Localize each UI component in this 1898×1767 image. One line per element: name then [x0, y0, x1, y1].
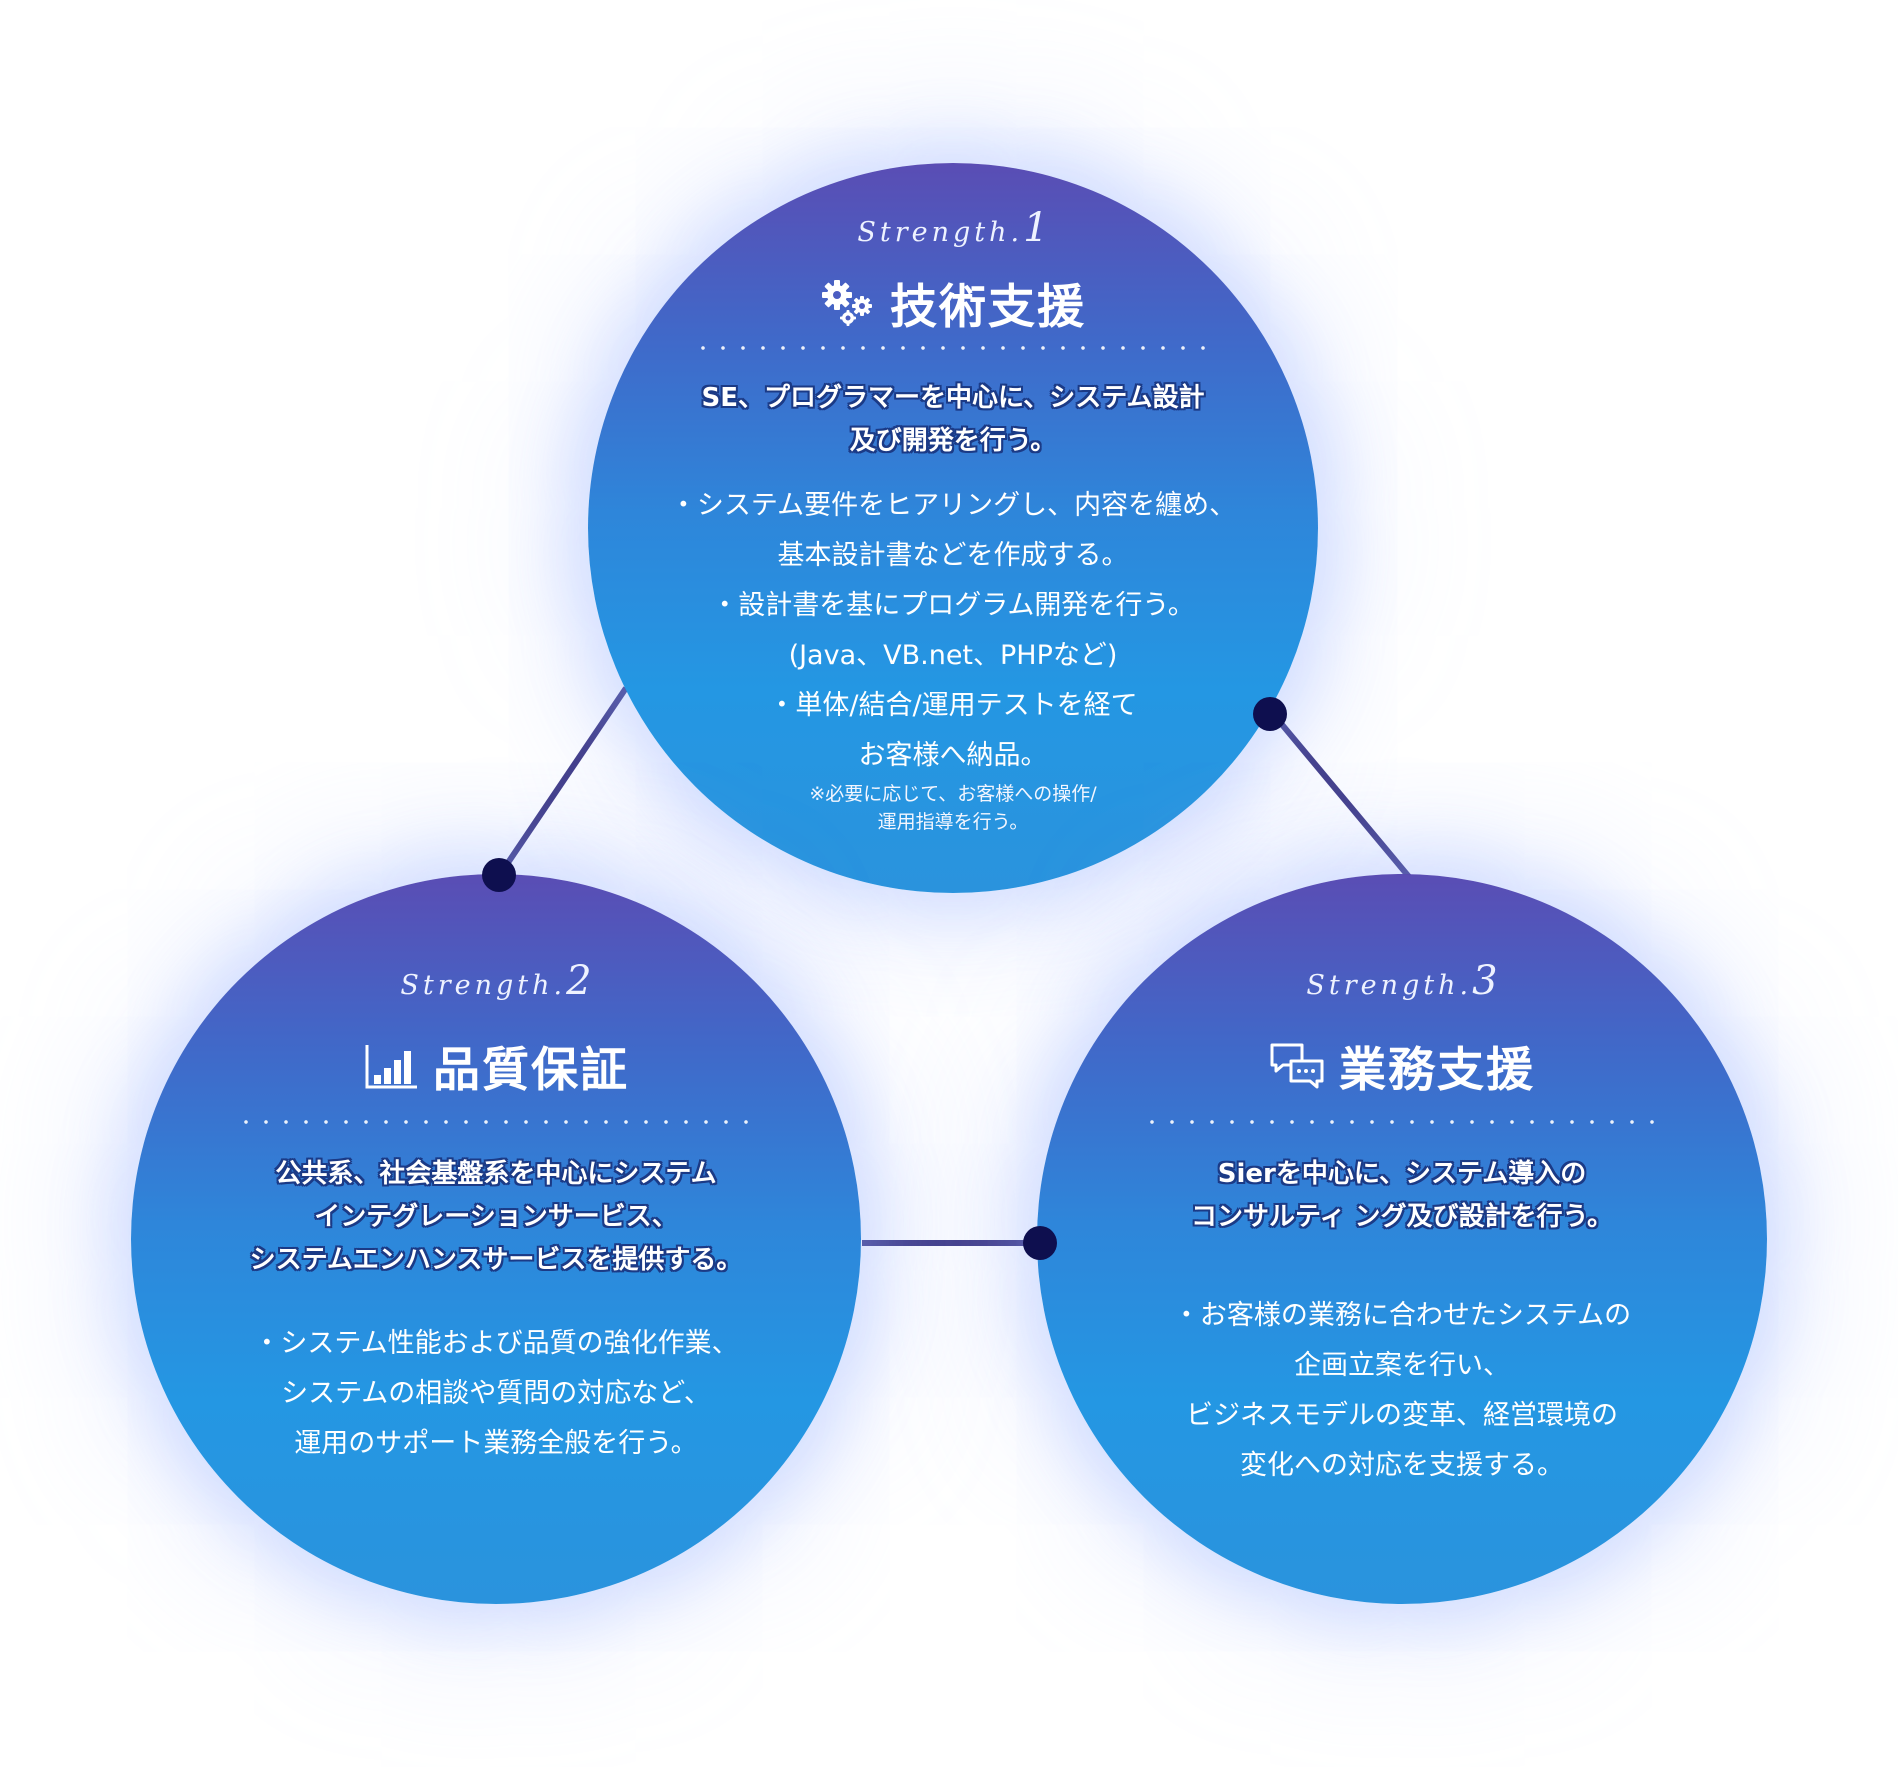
bar-chart-icon [365, 1044, 417, 1088]
strength-1-circle: Strength.1 [588, 163, 1318, 893]
lead-line: SE、プログラマーを中心に、システム設計 [701, 383, 1205, 413]
lead-line: 公共系、社会基盤系を中心にシステム [275, 1159, 717, 1189]
body-line: ・設計書を基にプログラム開発を行う。 [711, 590, 1195, 621]
strength-3-circle: Strength.3 業務支援 Sierを中心に、システム導入の コンサルティ … [1037, 874, 1767, 1604]
strength-word: Strength. [400, 970, 567, 1001]
body-line: 基本設計書などを作成する。 [777, 540, 1129, 571]
body-line: システムの相談や質問の対応など、 [281, 1378, 711, 1409]
lead-line: Sierを中心に、システム導入の [1217, 1159, 1587, 1189]
body-line: 変化への対応を支援する。 [1240, 1450, 1564, 1481]
strength-word: Strength. [857, 217, 1024, 248]
strength-3-title: 業務支援 [1339, 1043, 1535, 1098]
note-line: ※必要に応じて、お客様への操作/ [809, 783, 1097, 805]
strength-2-body: ・システム性能および品質の強化作業、 システムの相談や質問の対応など、 運用のサ… [171, 1319, 821, 1469]
body-line: ・システム要件をヒアリングし、内容を纏め、 [669, 490, 1237, 521]
strength-2-label: Strength.2 [131, 958, 861, 1004]
strength-1-note: ※必要に応じて、お客様への操作/ 運用指導を行う。 [628, 780, 1278, 836]
strength-1-body: ・システム要件をヒアリングし、内容を纏め、 基本設計書などを作成する。 ・設計書… [628, 481, 1278, 781]
body-line: ビジネスモデルの変革、経営環境の [1186, 1400, 1618, 1431]
strength-2-circle: Strength.2 品質保証 公共系、社会基盤系を中心にシステム インテグレー… [131, 874, 861, 1604]
body-line: ・お客様の業務に合わせたシステムの [1172, 1300, 1632, 1331]
strength-1-label: Strength.1 [588, 205, 1318, 251]
chat-bubbles-icon [1270, 1043, 1324, 1088]
strength-3-body: ・お客様の業務に合わせたシステムの 企画立案を行い、 ビジネスモデルの変革、経営… [1077, 1291, 1727, 1491]
strength-2-lead: 公共系、社会基盤系を中心にシステム インテグレーションサービス、 システムエンハ… [191, 1153, 801, 1282]
dotted-divider [693, 346, 1213, 350]
gears-icon [822, 279, 872, 326]
note-line: 運用指導を行う。 [877, 811, 1029, 833]
body-line: ・システム性能および品質の強化作業、 [253, 1328, 739, 1359]
connector-node-3 [1023, 1226, 1057, 1260]
lead-line: コンサルティ ング及び設計を行う。 [1191, 1202, 1613, 1232]
strength-word: Strength. [1306, 970, 1473, 1001]
connector-line-1-2 [496, 686, 629, 878]
strength-1-lead: SE、プログラマーを中心に、システム設計 及び開発を行う。 [648, 377, 1258, 463]
connector-node-1 [1253, 697, 1287, 731]
strength-number: 2 [566, 958, 592, 1004]
body-line: 企画立案を行い、 [1294, 1350, 1510, 1381]
strength-number: 1 [1023, 205, 1049, 251]
dotted-divider [236, 1120, 756, 1124]
body-line: 運用のサポート業務全般を行う。 [294, 1428, 698, 1459]
body-line: お客様へ納品。 [858, 740, 1048, 771]
lead-line: 及び開発を行う。 [849, 426, 1057, 456]
strength-number: 3 [1472, 958, 1498, 1004]
lead-line: インテグレーションサービス、 [314, 1202, 678, 1232]
body-line: (Java、VB.net、PHPなど) [788, 640, 1118, 671]
lead-line: システムエンハンスサービスを提供する。 [249, 1245, 743, 1275]
strength-3-lead: Sierを中心に、システム導入の コンサルティ ング及び設計を行う。 [1097, 1153, 1707, 1239]
body-line: ・単体/結合/運用テストを経て [768, 690, 1138, 721]
connector-line-1-3 [1271, 713, 1413, 880]
connector-node-2 [482, 858, 516, 892]
strength-1-title: 技術支援 [890, 280, 1086, 335]
dotted-divider [1142, 1120, 1662, 1124]
strength-2-title: 品質保証 [433, 1043, 629, 1098]
strength-3-label: Strength.3 [1037, 958, 1767, 1004]
